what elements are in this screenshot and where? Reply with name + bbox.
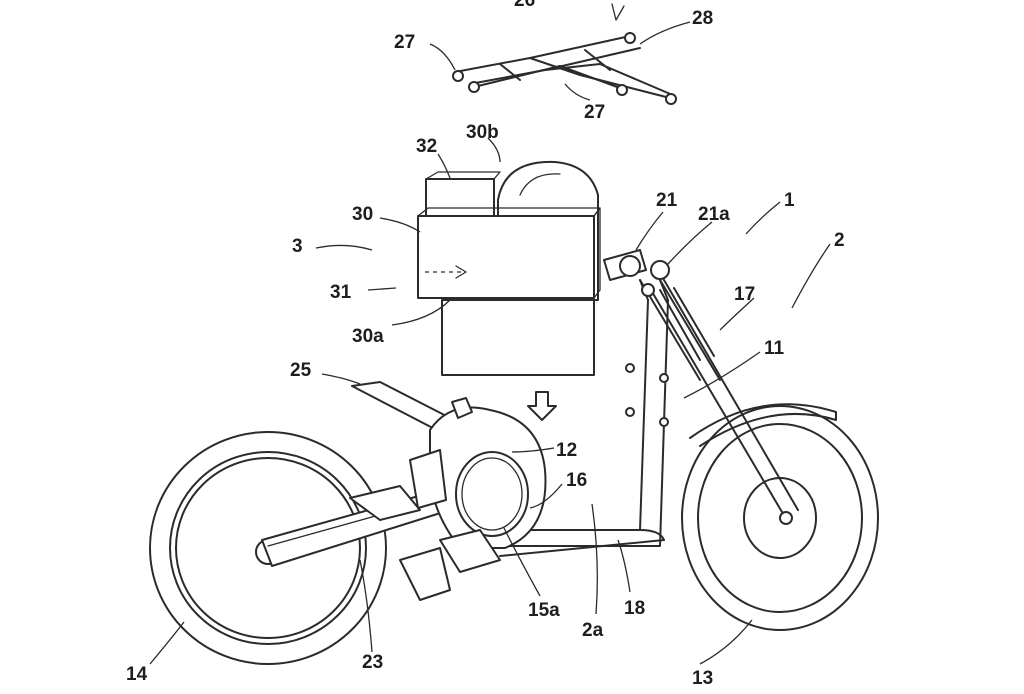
label-32: 32 xyxy=(416,136,437,157)
label-23: 23 xyxy=(362,652,383,673)
motor-housing xyxy=(409,397,547,573)
label-2a: 2a xyxy=(582,620,604,641)
label-25: 25 xyxy=(290,360,312,381)
label-30b: 30b xyxy=(466,122,499,143)
label-21: 21 xyxy=(656,190,678,211)
label-30: 30 xyxy=(352,204,373,225)
leader-lines xyxy=(149,21,831,665)
label-30a: 30a xyxy=(352,326,384,347)
label-2: 2 xyxy=(834,230,845,251)
label-3: 3 xyxy=(292,236,303,257)
label-26: 26 xyxy=(514,0,535,11)
rack-arrow xyxy=(611,3,625,21)
label-13: 13 xyxy=(692,668,713,689)
reference-labels: 26 28 27 27 32 30b 30 3 31 30a 21 21a 1 … xyxy=(126,0,845,689)
label-12: 12 xyxy=(556,440,577,461)
battery-unit xyxy=(417,160,601,376)
front-fork xyxy=(603,249,799,513)
label-28: 28 xyxy=(692,8,713,29)
rack-frame xyxy=(452,32,677,105)
mount-arrow xyxy=(527,391,557,421)
label-27-left: 27 xyxy=(394,32,415,53)
label-15a: 15a xyxy=(528,600,560,621)
label-31: 31 xyxy=(330,282,352,303)
label-11: 11 xyxy=(764,338,785,359)
label-14: 14 xyxy=(126,664,148,685)
label-17: 17 xyxy=(734,284,755,305)
main-frame xyxy=(489,279,721,557)
label-18: 18 xyxy=(624,598,645,619)
front-wheel xyxy=(681,403,879,631)
label-27-bottom: 27 xyxy=(584,102,605,123)
label-16: 16 xyxy=(566,470,587,491)
label-21a: 21a xyxy=(698,204,730,225)
swing-arm xyxy=(261,485,451,601)
label-1: 1 xyxy=(784,190,795,211)
